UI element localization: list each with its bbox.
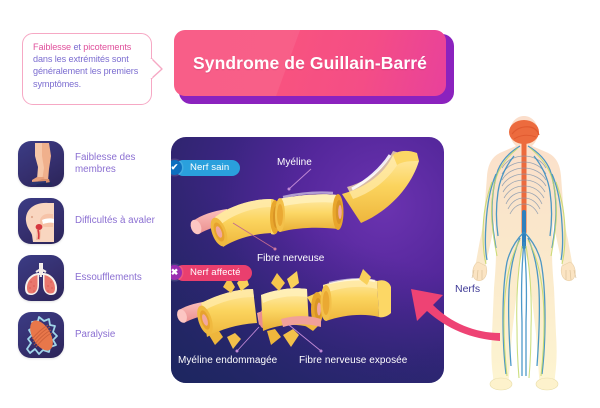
badge-nerf-sain[interactable]: ✔ Nerf sain <box>171 159 241 176</box>
badge-label: Nerf sain <box>175 159 241 176</box>
callout-plain-1: et <box>71 42 84 52</box>
affected-nerve-group <box>177 269 391 349</box>
callout-highlight-2: picotements <box>83 42 132 52</box>
panel-content: ✔ Nerf sain ✖ Nerf affecté Myéline Fibre… <box>171 137 444 383</box>
callout-highlight-1: Faiblesse <box>33 42 72 52</box>
symptom-item-paralysis[interactable]: Paralysie <box>18 311 168 359</box>
symptom-list: Faiblesse des membres Difficultés à aval… <box>18 140 168 368</box>
head-throat-icon <box>18 198 64 244</box>
legs-icon <box>18 141 64 187</box>
label-myeline: Myéline <box>277 157 312 168</box>
symptom-label: Essoufflements <box>75 271 142 283</box>
label-fibre-nerveuse: Fibre nerveuse <box>257 253 325 264</box>
check-icon: ✔ <box>171 160 182 175</box>
symptom-label: Difficultés à avaler <box>75 214 155 226</box>
symptom-label: Paralysie <box>75 328 116 340</box>
label-fibre-nerveuse-exposee: Fibre nerveuse exposée <box>299 355 408 366</box>
title-card: Syndrome de Guillain-Barré <box>174 30 446 96</box>
nerve-illustration-panel: ✔ Nerf sain ✖ Nerf affecté Myéline Fibre… <box>171 137 444 383</box>
callout-plain-2: dans les extrémités sont généralement le… <box>33 54 139 89</box>
badge-label: Nerf affecté <box>175 264 252 281</box>
cross-icon: ✖ <box>171 265 182 280</box>
symptom-item-limb-weakness[interactable]: Faiblesse des membres <box>18 140 168 188</box>
leader-lines <box>232 168 323 353</box>
label-nerfs: Nerfs <box>455 283 481 295</box>
healthy-nerve-illustration <box>177 150 419 353</box>
lungs-icon <box>18 255 64 301</box>
label-myeline-endommagee: Myéline endommagée <box>178 355 278 366</box>
symptom-label: Faiblesse des membres <box>75 151 136 175</box>
pointer-arrow-icon <box>355 275 505 345</box>
symptom-item-swallowing[interactable]: Difficultés à avaler <box>18 197 168 245</box>
symptom-item-breathlessness[interactable]: Essoufflements <box>18 254 168 302</box>
badge-nerf-affecte[interactable]: ✖ Nerf affecté <box>171 264 252 281</box>
page-title: Syndrome de Guillain-Barré <box>192 52 428 73</box>
callout-text: Faiblesse et picotements dans les extrém… <box>33 41 143 90</box>
nervous-system-diagram <box>462 112 587 392</box>
callout-bubble: Faiblesse et picotements dans les extrém… <box>22 33 152 105</box>
muscle-icon <box>18 312 64 358</box>
callout-tail-icon <box>149 57 163 80</box>
